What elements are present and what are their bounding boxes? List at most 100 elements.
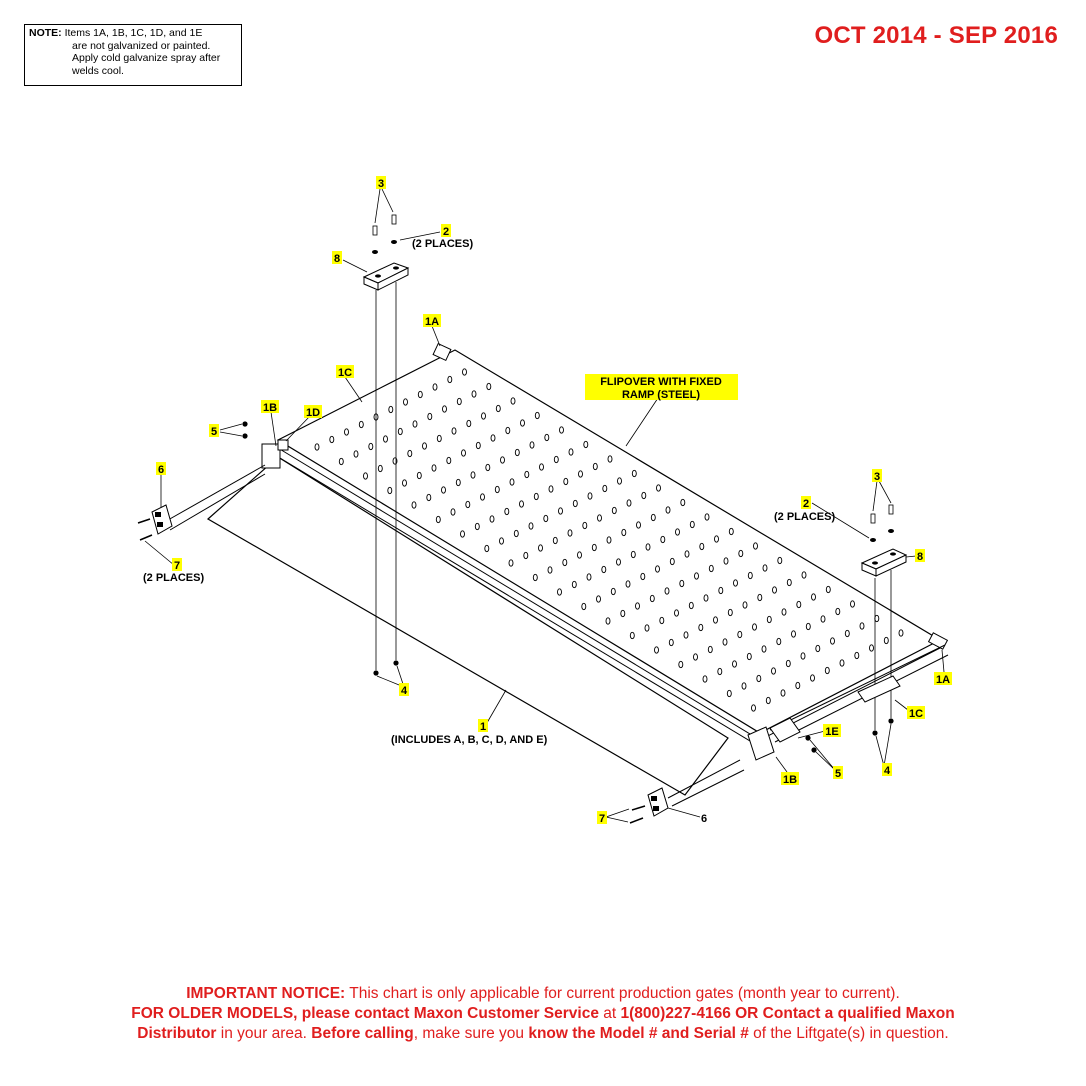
deck-slot	[596, 595, 601, 603]
callout-7-bottom: 7	[597, 811, 607, 825]
deck-slot	[553, 455, 559, 464]
deck-slot	[753, 542, 758, 550]
deck-slot	[538, 544, 543, 552]
deck-slot	[601, 565, 607, 574]
leader-lines	[144, 188, 945, 823]
deck-slot	[462, 368, 467, 376]
deck-slot	[329, 435, 335, 444]
notice-text-make-sure: , make sure you	[413, 1025, 529, 1042]
deck-slot	[344, 428, 349, 436]
deck-slot	[660, 535, 666, 544]
deck-slot	[717, 667, 723, 676]
callout-4-mid: 4	[399, 683, 409, 697]
deck-slot	[592, 462, 598, 471]
deck-slot	[586, 573, 592, 581]
notice-text-end: of the Liftgate(s) in question.	[748, 1025, 949, 1042]
svg-text:2: 2	[443, 226, 449, 238]
deck-slot	[800, 652, 806, 660]
deck-slot	[314, 443, 320, 451]
deck-slot	[722, 638, 728, 646]
deck-slot	[668, 638, 674, 647]
diagram-title-line-2: RAMP (STEEL)	[622, 389, 700, 401]
notice-text-area: in your area.	[216, 1025, 312, 1042]
deck-slot	[714, 535, 719, 543]
deck-slot	[426, 493, 432, 502]
deck-slot	[785, 659, 791, 668]
deck-slot	[780, 689, 786, 697]
deck-slot	[605, 617, 611, 625]
deck-slot	[617, 477, 622, 485]
deck-slot	[839, 659, 845, 667]
callout-8-right: 8	[915, 549, 925, 563]
deck-slot	[455, 478, 461, 487]
deck-slot	[510, 397, 516, 405]
deck-slot	[815, 644, 821, 653]
deck-slot	[675, 528, 680, 536]
deck-slot	[427, 412, 433, 421]
deck-slot	[752, 623, 757, 631]
deck-slot	[572, 499, 578, 508]
deck-slot	[402, 479, 407, 487]
deck-slot	[707, 645, 713, 654]
svg-text:4: 4	[401, 685, 408, 697]
deck-slot	[702, 675, 708, 683]
bar-8-top	[362, 262, 410, 291]
deck-slot	[450, 508, 456, 516]
deck-slot	[446, 456, 452, 465]
bolts-3-right	[870, 504, 894, 524]
deck-slot	[738, 549, 744, 558]
deck-slot	[363, 472, 368, 480]
block-6-bottom	[647, 787, 669, 817]
svg-text:5: 5	[835, 768, 841, 780]
deck-slot	[532, 573, 538, 582]
deck-slot	[543, 514, 549, 523]
deck-slot	[620, 609, 626, 618]
deck-slot	[514, 448, 520, 457]
deck-slot	[689, 520, 695, 529]
deck-slot	[772, 586, 777, 594]
deck-slot	[534, 411, 540, 420]
deck-slot	[524, 470, 530, 479]
callout-1: 1	[478, 719, 488, 733]
diagram-title-line-1: FLIPOVER WITH FIXED	[600, 376, 722, 388]
deck-slot	[629, 631, 635, 640]
deck-slot	[649, 594, 655, 603]
deck-slot	[485, 463, 491, 472]
deck-slot	[475, 441, 481, 450]
svg-text:2: 2	[803, 498, 809, 510]
deck-slot	[353, 450, 359, 458]
deck-slot	[703, 594, 709, 602]
nuts-4-right	[872, 718, 894, 736]
deck-slot	[810, 674, 815, 682]
deck-slot	[626, 499, 632, 507]
callout-6-bottom: 6	[701, 813, 707, 825]
deck-slot	[392, 457, 398, 465]
notice-heading: IMPORTANT NOTICE:	[186, 985, 346, 1002]
right-hinge-bracket	[667, 717, 801, 807]
assembly-lines-right	[874, 570, 892, 730]
deck-slot	[571, 580, 577, 589]
callout-3-right: 3	[872, 469, 882, 483]
svg-text:8: 8	[334, 253, 340, 265]
deck-slot	[776, 637, 782, 646]
deck-slot	[567, 529, 573, 537]
deck-slot	[869, 644, 874, 652]
deck-slot	[621, 528, 627, 537]
deck-slot	[465, 500, 471, 509]
callout-1d: 1D	[304, 405, 322, 419]
places-7-left: (2 PLACES)	[143, 572, 204, 584]
deck-slot	[358, 420, 364, 429]
deck-slot	[777, 556, 783, 565]
callout-6-left: 6	[156, 462, 166, 476]
deck-slot	[495, 404, 501, 413]
svg-text:1A: 1A	[425, 316, 439, 328]
deck-slot	[757, 593, 763, 602]
deck-slot	[698, 623, 704, 632]
deck-slot	[587, 492, 593, 500]
deck-slot	[796, 600, 802, 609]
deck-slot	[481, 412, 486, 420]
deck-slot	[859, 622, 865, 630]
deck-slot	[669, 557, 675, 566]
deck-slot	[533, 492, 539, 501]
